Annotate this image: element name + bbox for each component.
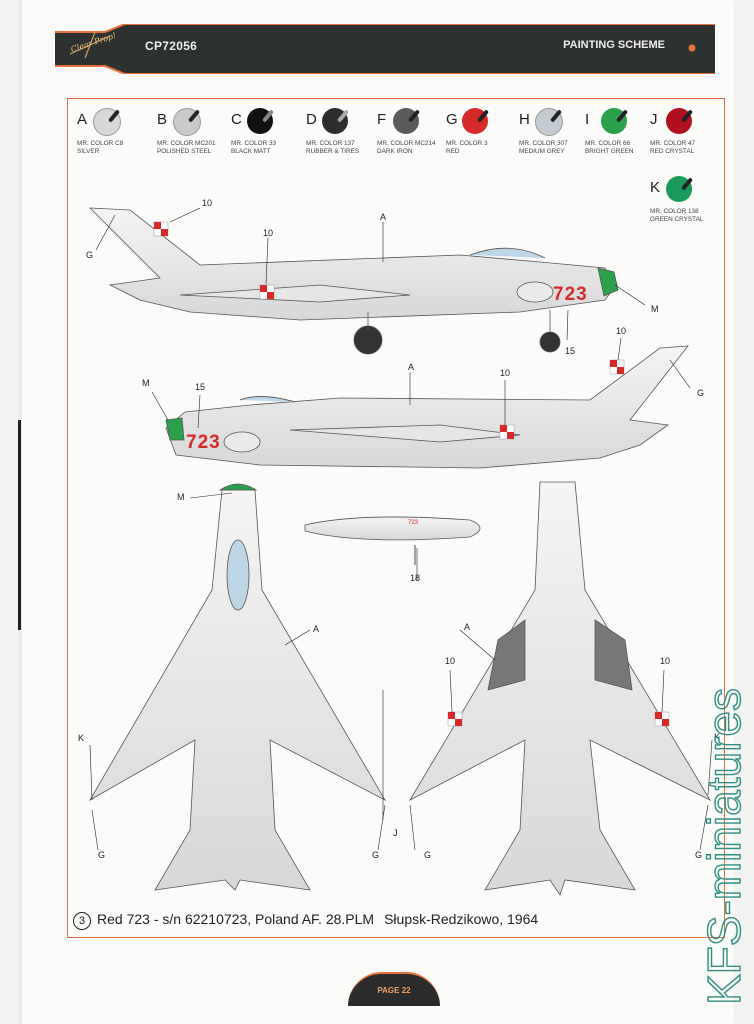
callout-g: G	[372, 850, 380, 860]
callout-m: M	[177, 492, 185, 502]
callout-g: G	[695, 850, 703, 860]
callout-a: A	[408, 362, 415, 372]
scheme-caption: 3 Red 723 - s/n 62210723, Poland AF. 28.P…	[73, 911, 538, 930]
callout-g: G	[86, 250, 94, 260]
callout-10: 10	[616, 326, 627, 336]
callout-k: K	[714, 732, 721, 742]
side-view-right	[88, 207, 619, 355]
page-number-tab: PAGE 22	[348, 972, 440, 1006]
section-title: PAINTING SCHEME	[563, 39, 665, 51]
binding-edge	[18, 420, 21, 630]
watermark-text: KFS-miniatures	[698, 688, 750, 1005]
instruction-page	[22, 0, 734, 1024]
page-number: PAGE 22	[377, 986, 411, 995]
header-bar	[55, 24, 715, 74]
callout-a: A	[313, 624, 320, 634]
top-view	[88, 483, 387, 891]
kit-code: CP72056	[145, 39, 198, 53]
callout-10: 10	[263, 228, 274, 238]
side-number-right: 723	[553, 284, 588, 305]
side-view-left	[165, 345, 689, 469]
callout-10: 10	[202, 198, 213, 208]
callout-k: K	[78, 733, 85, 743]
callout-15: 15	[565, 346, 576, 356]
scheme-number: 3	[73, 912, 91, 930]
leader-lines	[89, 207, 713, 851]
callout-g: G	[424, 850, 432, 860]
callout-g: G	[98, 850, 106, 860]
roundel-3	[447, 711, 670, 727]
callout-m: M	[142, 378, 150, 388]
swatch-a-dot	[93, 108, 121, 136]
watermark: KFS-miniatures	[697, 687, 750, 1005]
callout-10: 10	[500, 368, 511, 378]
roundel-2	[499, 359, 625, 440]
callout-j: J	[393, 828, 398, 838]
callout-10: 10	[445, 656, 456, 666]
callout-g: G	[697, 388, 705, 398]
side-number-left: 723	[186, 432, 221, 453]
drop-tank	[304, 516, 481, 565]
callout-18: 18	[410, 573, 421, 583]
page-header: Clear Prop! CP72056 PAINTING SCHEME	[55, 24, 715, 74]
roundel-1	[153, 221, 275, 300]
callout-10: 10	[660, 656, 671, 666]
callout-a: A	[380, 212, 387, 222]
callout-m: M	[651, 304, 659, 314]
scheme-description: Red 723 - s/n 62210723, Poland AF. 28.PL…	[97, 911, 375, 927]
bottom-view	[408, 481, 712, 896]
scheme-frame	[67, 98, 725, 938]
tank-number: 723	[408, 520, 419, 526]
callout-15: 15	[195, 382, 206, 392]
callout-a: A	[464, 622, 471, 632]
scheme-location: Słupsk-Redzikowo, 1964	[384, 911, 539, 927]
